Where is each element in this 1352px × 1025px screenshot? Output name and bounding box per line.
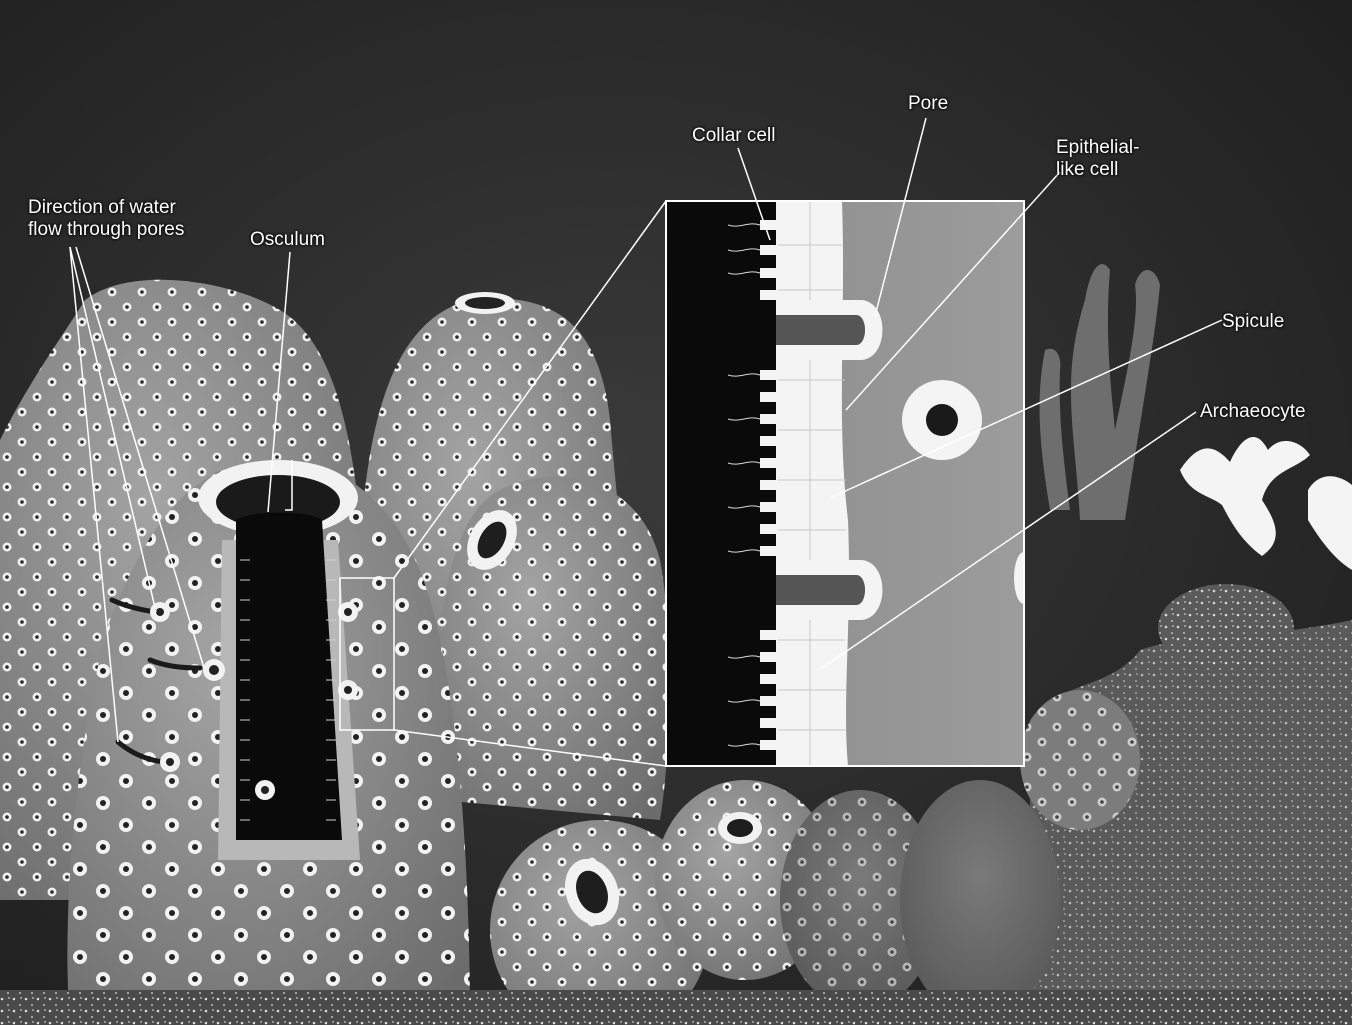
magnified-inset <box>666 201 1034 766</box>
label-osculum: Osculum <box>250 229 325 251</box>
inset-cell-wall <box>776 201 849 766</box>
inset-interior <box>666 201 776 766</box>
middle-right-sponge <box>437 477 670 820</box>
label-pore: Pore <box>908 93 948 115</box>
label-archaeocyte: Archaeocyte <box>1200 401 1306 423</box>
small-oval-sponge <box>1158 584 1294 672</box>
label-water-flow: Direction of water flow through pores <box>28 197 184 241</box>
sponge-cutaway <box>198 460 360 860</box>
label-collar-cell: Collar cell <box>692 125 775 147</box>
label-epithelial-cell: Epithelial- like cell <box>1056 137 1139 181</box>
label-spicule: Spicule <box>1222 311 1284 333</box>
